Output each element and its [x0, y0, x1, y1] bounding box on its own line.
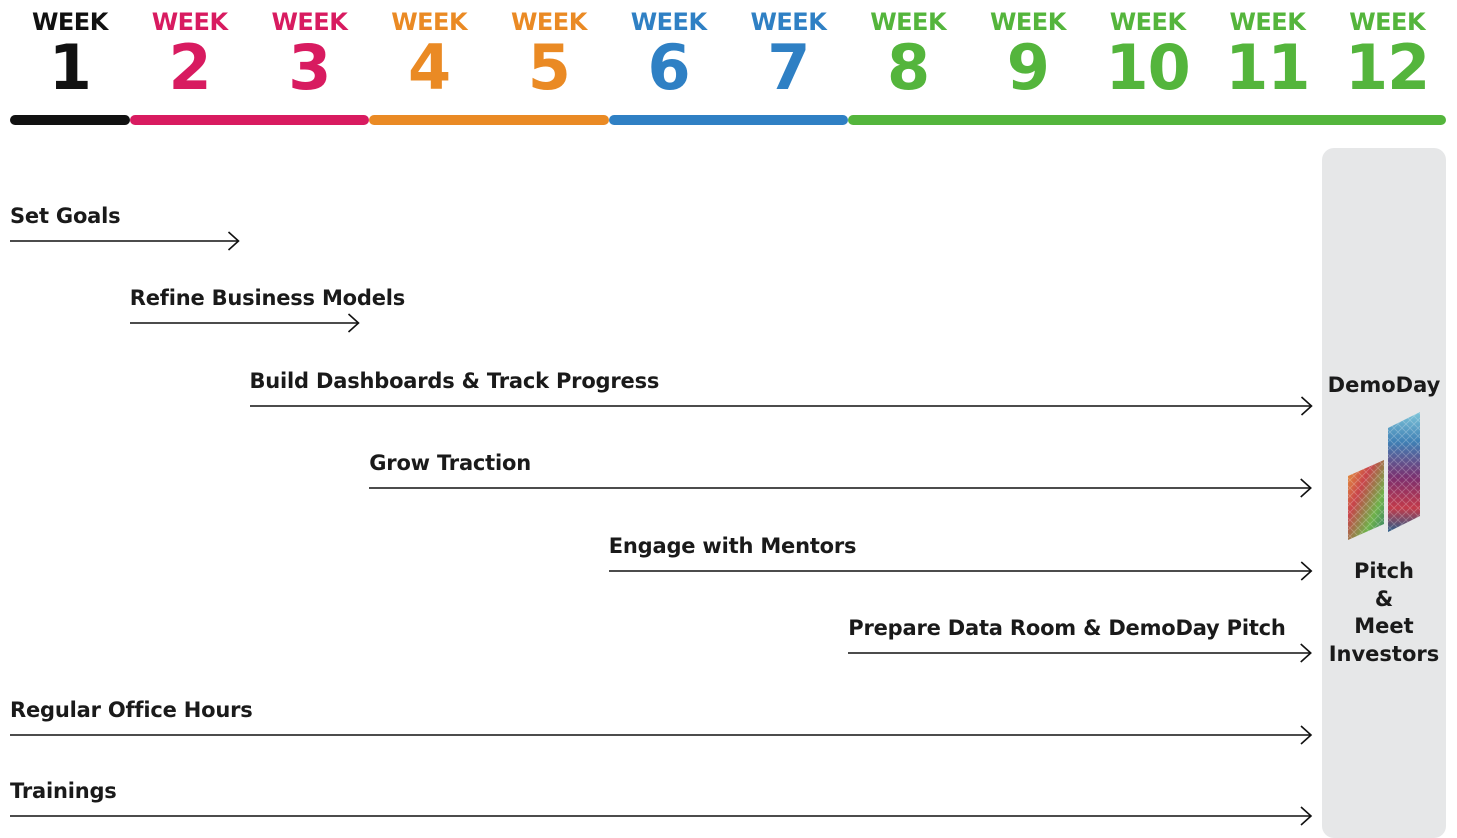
week-number: 3 [288, 31, 331, 104]
activity-arrow [10, 725, 1313, 745]
activity-label: Trainings [10, 779, 117, 803]
activity-arrow [369, 478, 1313, 498]
week-label: WEEK [1109, 8, 1186, 36]
week-number: 10 [1105, 31, 1190, 104]
demoday-subtitle-line: Pitch [1353, 559, 1415, 583]
activity-row: Prepare Data Room & DemoDay Pitch [0, 615, 1320, 665]
week-label: WEEK [391, 8, 468, 36]
activity-arrow [848, 643, 1313, 663]
activity-row: Regular Office Hours [0, 697, 1320, 747]
week-number: 8 [887, 31, 930, 104]
week-number: 12 [1344, 31, 1430, 104]
activity-row: Refine Business Models [0, 285, 1320, 335]
activity-row: Engage with Mentors [0, 533, 1320, 583]
activity-label: Regular Office Hours [10, 698, 253, 722]
week-number: 7 [767, 31, 810, 104]
week-label: WEEK [989, 8, 1066, 36]
phase-bar-segment [369, 115, 609, 125]
demoday-subtitle: Pitch & Meet Investors [1322, 558, 1446, 668]
demoday-subtitle-line: Meet [1354, 614, 1414, 638]
week-number: 4 [408, 31, 451, 104]
phase-bar-segment [129, 115, 370, 125]
week-label: WEEK [630, 8, 707, 36]
week-label: WEEK [870, 8, 947, 36]
activity-arrow [249, 396, 1313, 416]
activity-label: Engage with Mentors [608, 534, 857, 558]
activity-arrow [10, 231, 240, 251]
week-label: WEEK [750, 8, 827, 36]
week-label: WEEK [31, 8, 108, 36]
activity-row: Grow Traction [0, 450, 1320, 500]
week-label: WEEK [1349, 8, 1426, 36]
week-number: 2 [168, 31, 212, 104]
activity-label: Grow Traction [369, 451, 531, 475]
activity-arrow [129, 313, 360, 333]
demoday-subtitle-line: Investors [1328, 641, 1440, 666]
phase-bar-segment [608, 115, 849, 125]
week-number: 6 [647, 31, 691, 104]
activity-row: Trainings [0, 778, 1320, 828]
week-label: WEEK [1229, 8, 1306, 36]
demoday-title: DemoDay [1327, 373, 1441, 397]
week-number: 1 [48, 31, 92, 104]
activity-arrow [10, 806, 1313, 826]
activity-label: Prepare Data Room & DemoDay Pitch [848, 616, 1286, 640]
demoday-subtitle-line: & [1374, 586, 1394, 611]
week-label: WEEK [151, 8, 228, 36]
activity-row: Build Dashboards & Track Progress [0, 368, 1320, 418]
week-number: 11 [1225, 31, 1310, 104]
week-label: WEEK [271, 8, 348, 36]
phase-bar-segment [10, 115, 130, 125]
activity-label: Refine Business Models [129, 286, 406, 310]
activity-arrow [608, 561, 1313, 581]
week-number: 9 [1006, 31, 1050, 104]
week-label: WEEK [510, 8, 587, 36]
activity-row: Set Goals [0, 203, 1320, 253]
phase-bar-segment [848, 115, 1446, 125]
week-number: 5 [527, 31, 571, 104]
demoday-logo-icon [1346, 412, 1422, 542]
activity-label: Build Dashboards & Track Progress [249, 369, 660, 393]
activity-label: Set Goals [10, 204, 121, 228]
